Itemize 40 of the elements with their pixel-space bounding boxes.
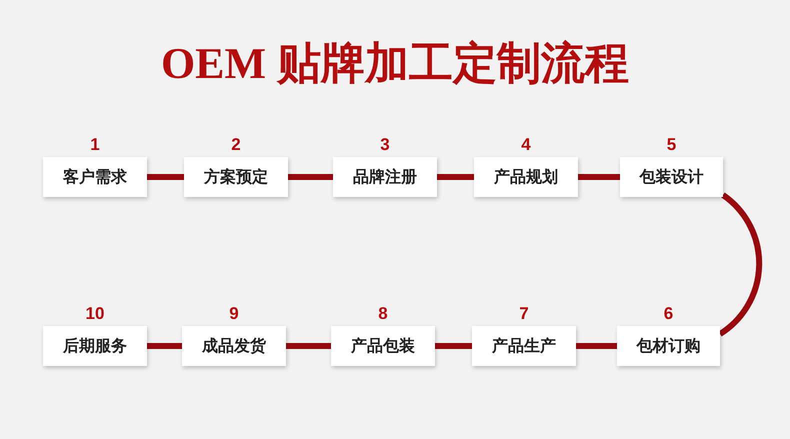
step-number: 7 — [518, 304, 530, 324]
step-label: 包装设计 — [640, 166, 704, 188]
step-box — [331, 326, 435, 366]
step-box — [472, 326, 576, 366]
step-box — [43, 326, 147, 366]
step-number: 9 — [228, 304, 240, 324]
connector-line — [718, 192, 762, 336]
connector-line — [286, 343, 331, 349]
step-number: 4 — [520, 135, 532, 155]
step-number: 1 — [89, 135, 101, 155]
step-number: 10 — [84, 304, 106, 324]
step-label: 品牌注册 — [353, 166, 417, 188]
step-number: 2 — [230, 135, 242, 155]
connector-line — [147, 174, 184, 180]
step-box — [333, 157, 437, 197]
step-box — [620, 157, 723, 197]
step-box — [474, 157, 578, 197]
step-number: 3 — [379, 135, 391, 155]
step-number: 6 — [662, 304, 674, 324]
step-label: 成品发货 — [202, 336, 266, 356]
step-label: 客户需求 — [63, 166, 127, 188]
step-number: 5 — [666, 135, 678, 155]
step-label: 产品包装 — [351, 336, 415, 356]
connector-line — [576, 343, 617, 349]
step-label: 后期服务 — [63, 336, 127, 356]
step-box — [182, 326, 286, 366]
step-label: 产品规划 — [494, 166, 558, 188]
connector-line — [288, 174, 333, 180]
connector-line — [147, 343, 182, 349]
step-label: 产品生产 — [492, 336, 556, 356]
step-label: 包材订购 — [636, 336, 700, 356]
step-label: 方案预定 — [204, 166, 268, 188]
diagram-title: OEM 贴牌加工定制流程 — [160, 39, 630, 88]
connector-line — [578, 174, 620, 180]
step-box — [617, 326, 720, 366]
connector-line — [437, 174, 474, 180]
step-box — [184, 157, 288, 197]
step-number: 8 — [377, 304, 389, 324]
step-box — [43, 157, 147, 197]
connector-line — [435, 343, 472, 349]
